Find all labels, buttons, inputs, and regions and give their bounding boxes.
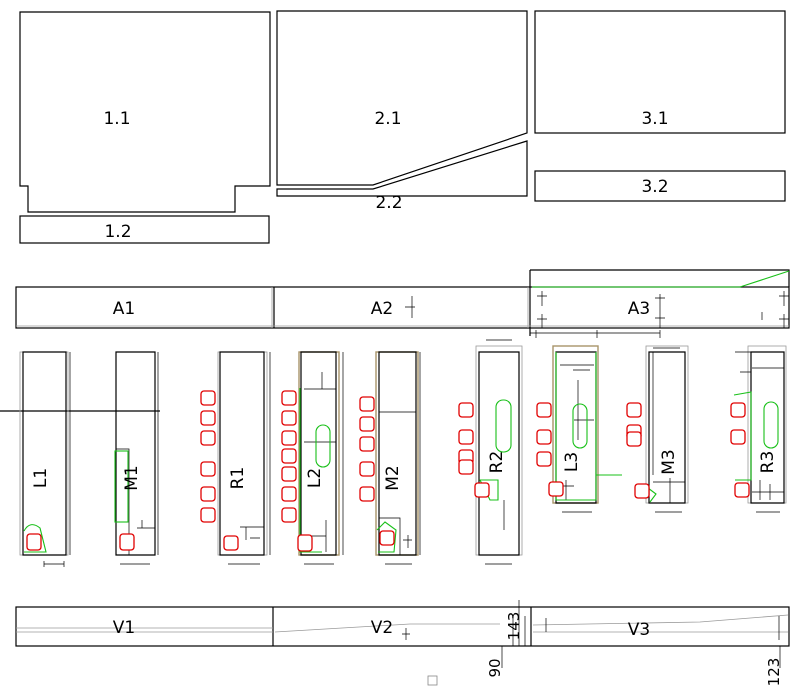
column-l3-label: L3 bbox=[562, 452, 582, 472]
column-l1: L1 bbox=[19, 351, 71, 567]
panel-2-1-label: 2.1 bbox=[374, 109, 401, 129]
column-r3-label: R3 bbox=[758, 451, 778, 474]
panel-1-2: 1.2 bbox=[19, 215, 270, 244]
dimension-annotations: 143 90 123 bbox=[486, 600, 783, 686]
strip-a1-label: A1 bbox=[113, 299, 135, 319]
strip-a: A1 A2 A3 bbox=[15, 269, 790, 338]
dimension-90: 90 bbox=[486, 658, 504, 677]
column-m3-label: M3 bbox=[659, 449, 679, 474]
column-l2: L2 bbox=[281, 351, 344, 565]
column-l2-label: L2 bbox=[305, 468, 325, 488]
column-l3: L3 bbox=[536, 345, 622, 513]
column-r2-label: R2 bbox=[487, 451, 507, 474]
strip-a3-label: A3 bbox=[628, 299, 650, 319]
strip-v: V1 V2 V3 bbox=[15, 606, 790, 647]
strip-v2-label: V2 bbox=[371, 618, 393, 638]
panel-3-1-label: 3.1 bbox=[641, 109, 668, 129]
column-m2-label: M2 bbox=[383, 465, 403, 490]
panel-1-1-label: 1.1 bbox=[103, 109, 130, 129]
seat-row-l3 bbox=[536, 402, 564, 497]
panel-2-2-label: 2.2 bbox=[375, 193, 402, 213]
column-r1-label: R1 bbox=[228, 467, 248, 490]
panel-3-1: 3.1 bbox=[534, 10, 786, 134]
seat-row-l2 bbox=[281, 390, 313, 552]
seat-row-r3 bbox=[730, 402, 750, 498]
column-m1: M1 bbox=[114, 351, 159, 565]
panel-2-1: 2.1 bbox=[276, 10, 528, 186]
panel-2-2: 2.2 bbox=[276, 140, 528, 213]
panel-3-2-label: 3.2 bbox=[641, 177, 668, 197]
dimension-143: 143 bbox=[505, 612, 523, 641]
strip-v1-label: V1 bbox=[113, 618, 135, 638]
seat-row-r1 bbox=[200, 390, 239, 551]
column-m1-label: M1 bbox=[122, 465, 142, 490]
seat-row-m3 bbox=[626, 402, 650, 499]
column-l1-label: L1 bbox=[31, 468, 51, 488]
column-m2: M2 bbox=[359, 351, 421, 565]
panel-1-2-label: 1.2 bbox=[104, 222, 131, 242]
panel-3-2: 3.2 bbox=[534, 170, 786, 202]
column-r2: R2 bbox=[458, 339, 523, 565]
column-r1: R1 bbox=[200, 351, 271, 565]
panel-1-1: 1.1 bbox=[19, 11, 271, 213]
strip-v3-label: V3 bbox=[628, 620, 650, 640]
seat-row-m2 bbox=[359, 396, 395, 546]
strip-a2-label: A2 bbox=[371, 299, 393, 319]
dimension-123: 123 bbox=[765, 658, 783, 687]
column-m3: M3 bbox=[626, 345, 689, 513]
seat-row-r2 bbox=[458, 402, 490, 498]
origin-marker bbox=[427, 675, 438, 686]
column-r3: R3 bbox=[730, 345, 787, 513]
